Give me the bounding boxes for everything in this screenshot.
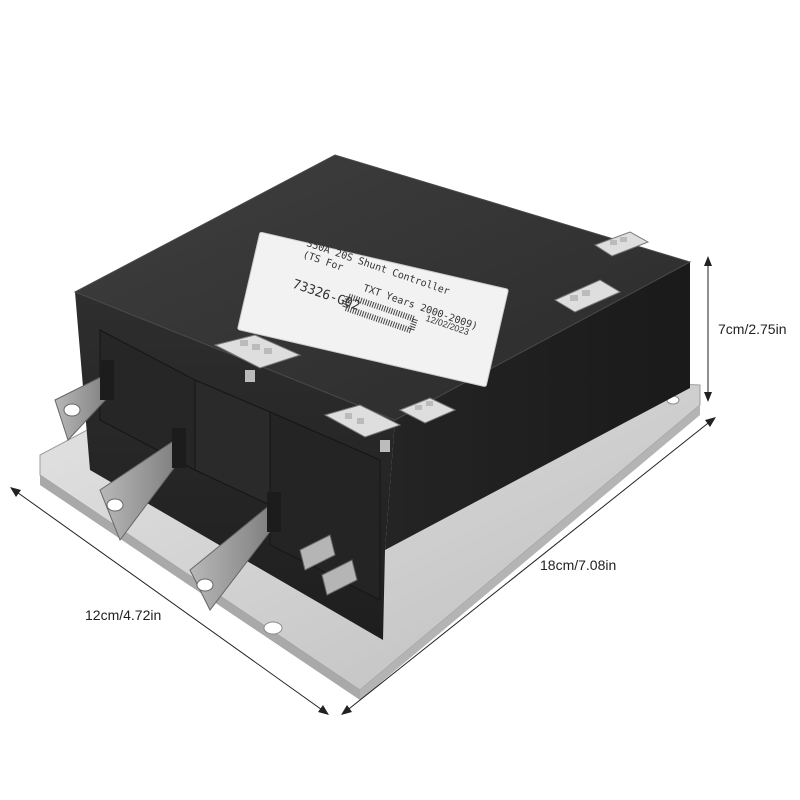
dimension-length: 18cm/7.08in (341, 417, 716, 715)
connector (593, 231, 650, 257)
height-label: 7cm/2.75in (718, 321, 786, 337)
connector (213, 334, 302, 382)
mounting-hole (263, 621, 283, 635)
connector (398, 397, 457, 424)
width-label: 12cm/4.72in (85, 607, 161, 623)
connector (323, 404, 402, 452)
front-panel (99, 329, 381, 601)
dimension-width: 12cm/4.72in (10, 487, 329, 715)
power-terminal (189, 492, 281, 611)
length-label: 18cm/7.08in (540, 557, 616, 573)
connector (553, 279, 622, 313)
dimension-height: 7cm/2.75in (704, 256, 786, 402)
housing-side (385, 262, 690, 550)
power-terminal (54, 360, 114, 441)
spade-terminal (299, 534, 358, 596)
power-terminal (99, 428, 186, 542)
